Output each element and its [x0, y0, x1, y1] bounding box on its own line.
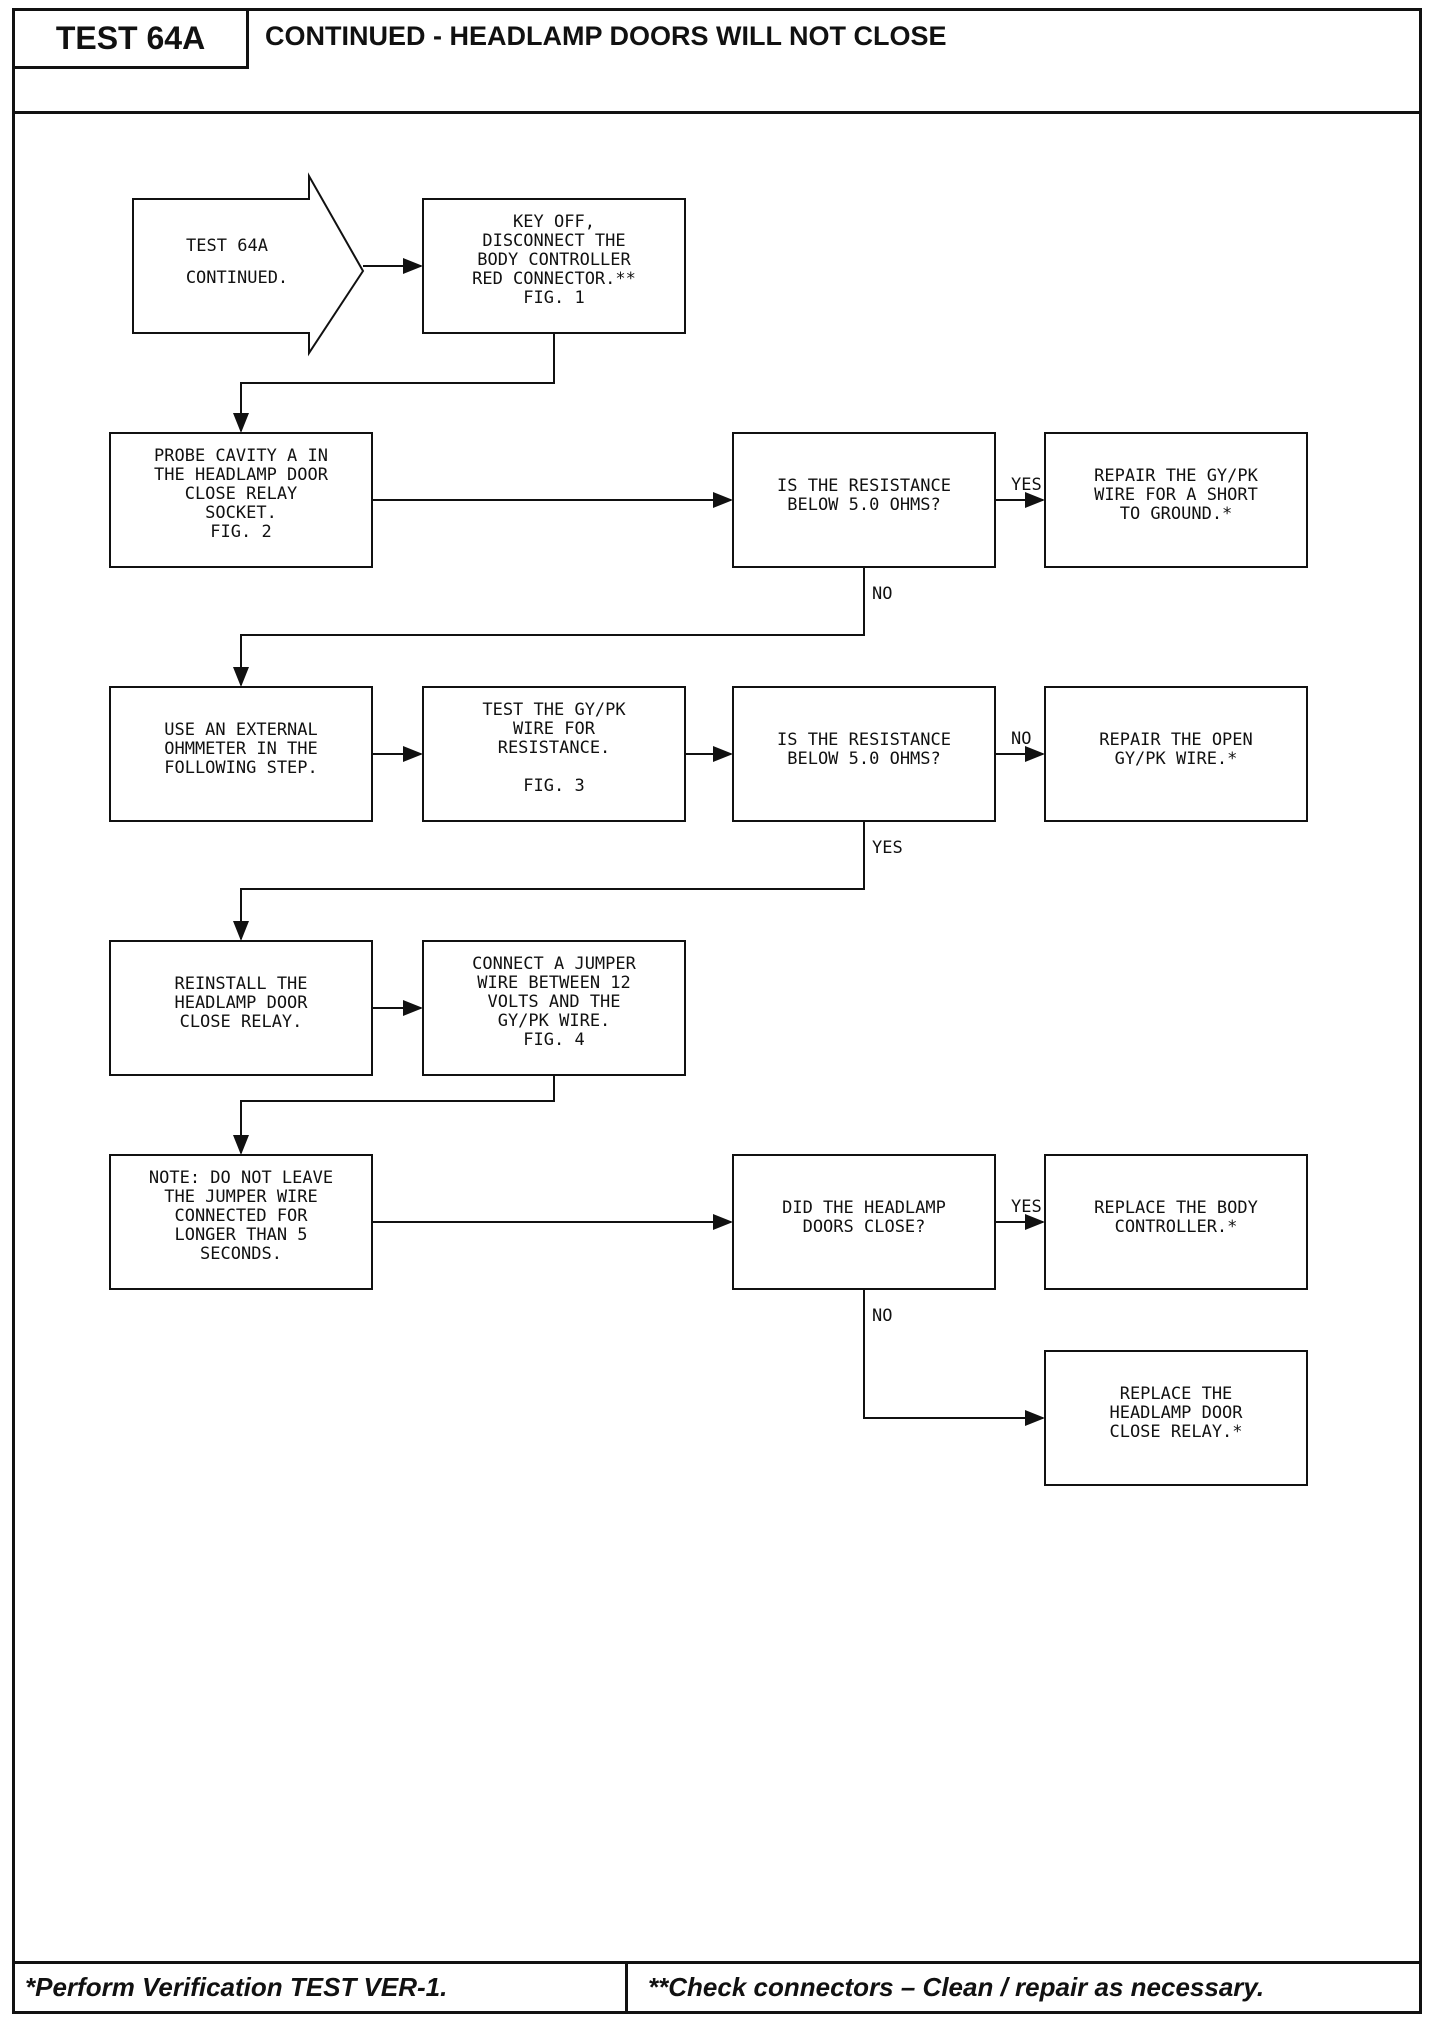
box-r3: [1044, 1154, 1308, 1290]
start-line: CONTINUED.: [186, 268, 288, 288]
box-b6-line: GY/PK WIRE.: [498, 1011, 611, 1031]
start-text: TEST 64A CONTINUED.: [186, 236, 288, 288]
box-b5-line: REINSTALL THE: [174, 974, 307, 994]
box-b7-line: LONGER THAN 5: [174, 1225, 307, 1245]
box-q1-line: IS THE RESISTANCE: [777, 476, 951, 496]
start-line: TEST 64A: [186, 236, 268, 256]
footer-connector-note: **Check connectors – Clean / repair as n…: [625, 1964, 1415, 2011]
box-b3-line: FOLLOWING STEP.: [164, 758, 318, 778]
box-b5-line: CLOSE RELAY.: [180, 1012, 303, 1032]
box-r4-line: CLOSE RELAY.*: [1109, 1422, 1242, 1442]
page-title: CONTINUED - HEADLAMP DOORS WILL NOT CLOS…: [265, 21, 947, 51]
box-r3-line: REPLACE THE BODY: [1094, 1198, 1258, 1218]
box-b1-line: KEY OFF,: [513, 212, 595, 232]
header: TEST 64A CONTINUED - HEADLAMP DOORS WILL…: [15, 11, 1419, 114]
box-r4: [1044, 1350, 1308, 1486]
flowchart: YES NO NO YES YES NO TEST 64A CONTINUED.…: [109, 172, 1308, 1486]
box-r1-line: WIRE FOR A SHORT: [1094, 485, 1258, 505]
box-b4-line: RESISTANCE.: [498, 738, 611, 758]
box-b2-line: SOCKET.: [205, 503, 277, 523]
box-b2-line: CLOSE RELAY: [185, 484, 298, 504]
box-q2-line: BELOW 5.0 OHMS?: [787, 749, 941, 769]
label-q1-no: NO: [872, 584, 892, 604]
box-q2-line: IS THE RESISTANCE: [777, 730, 951, 750]
box-b6-line: CONNECT A JUMPER: [472, 954, 637, 974]
box-b4-line: TEST THE GY/PK: [482, 700, 626, 720]
box-q3: [732, 1154, 996, 1290]
conn-q2-b5: [233, 821, 865, 941]
label-q3-no: NO: [872, 1306, 892, 1326]
box-b2-line: THE HEADLAMP DOOR: [154, 465, 329, 485]
box-b6: [422, 940, 686, 1076]
conn-q3-r4: [863, 1289, 1045, 1426]
box-r4-line: HEADLAMP DOOR: [1109, 1403, 1243, 1423]
box-b3-line: OHMMETER IN THE: [164, 739, 318, 759]
box-b3-line: USE AN EXTERNAL: [164, 720, 318, 740]
box-b1-line: DISCONNECT THE: [482, 231, 625, 251]
box-b4-line: WIRE FOR: [513, 719, 596, 739]
box-b1-line: RED CONNECTOR.**: [472, 269, 636, 289]
test-id: TEST 64A: [15, 11, 249, 69]
label-q1-yes: YES: [1011, 475, 1042, 495]
box-q1-line: BELOW 5.0 OHMS?: [787, 495, 941, 515]
box-b4-line: FIG. 3: [523, 776, 584, 796]
box-b7-line: THE JUMPER WIRE: [164, 1187, 318, 1207]
start-arrow-shape: [132, 172, 365, 357]
footer-verification-note: *Perform Verification TEST VER-1.: [25, 1972, 448, 2002]
box-r2-line: GY/PK WIRE.*: [1115, 749, 1238, 769]
conn-b6-b7: [233, 1075, 555, 1155]
box-q3-line: DOORS CLOSE?: [803, 1217, 926, 1237]
box-b6-line: VOLTS AND THE: [487, 992, 620, 1012]
box-b7-line: SECONDS.: [200, 1244, 282, 1264]
box-b1-line: BODY CONTROLLER: [477, 250, 631, 270]
footer: *Perform Verification TEST VER-1. **Chec…: [15, 1961, 1419, 2011]
box-b5-line: HEADLAMP DOOR: [174, 993, 308, 1013]
box-b2-line: FIG. 2: [210, 522, 271, 542]
box-b4: [422, 686, 686, 822]
box-b3: [109, 686, 373, 822]
conn-q1-b3: [233, 567, 865, 687]
box-q3-line: DID THE HEADLAMP: [782, 1198, 946, 1218]
box-r4-line: REPLACE THE: [1120, 1384, 1233, 1404]
box-q1: [732, 432, 996, 568]
page-frame: TEST 64A CONTINUED - HEADLAMP DOORS WILL…: [12, 8, 1422, 2014]
box-r1-line: TO GROUND.*: [1120, 504, 1233, 524]
label-q2-no: NO: [1011, 729, 1031, 749]
label-q3-yes: YES: [1011, 1197, 1042, 1217]
box-r2: [1044, 686, 1308, 822]
box-b7: [109, 1154, 373, 1290]
box-b6-line: WIRE BETWEEN 12: [477, 973, 631, 993]
box-b1-line: FIG. 1: [523, 288, 584, 308]
box-b6-line: FIG. 4: [523, 1030, 584, 1050]
box-b7-line: NOTE: DO NOT LEAVE: [149, 1168, 333, 1188]
box-r1: [1044, 432, 1308, 568]
box-b2-line: PROBE CAVITY A IN: [154, 446, 328, 466]
box-r2-line: REPAIR THE OPEN: [1099, 730, 1253, 750]
box-r1-line: REPAIR THE GY/PK: [1094, 466, 1259, 486]
box-r3-line: CONTROLLER.*: [1115, 1217, 1238, 1237]
label-q2-yes: YES: [872, 838, 903, 858]
box-b7-line: CONNECTED FOR: [174, 1206, 308, 1226]
conn-b1-b2: [233, 333, 555, 433]
box-b5: [109, 940, 373, 1076]
box-b2: [109, 432, 373, 568]
